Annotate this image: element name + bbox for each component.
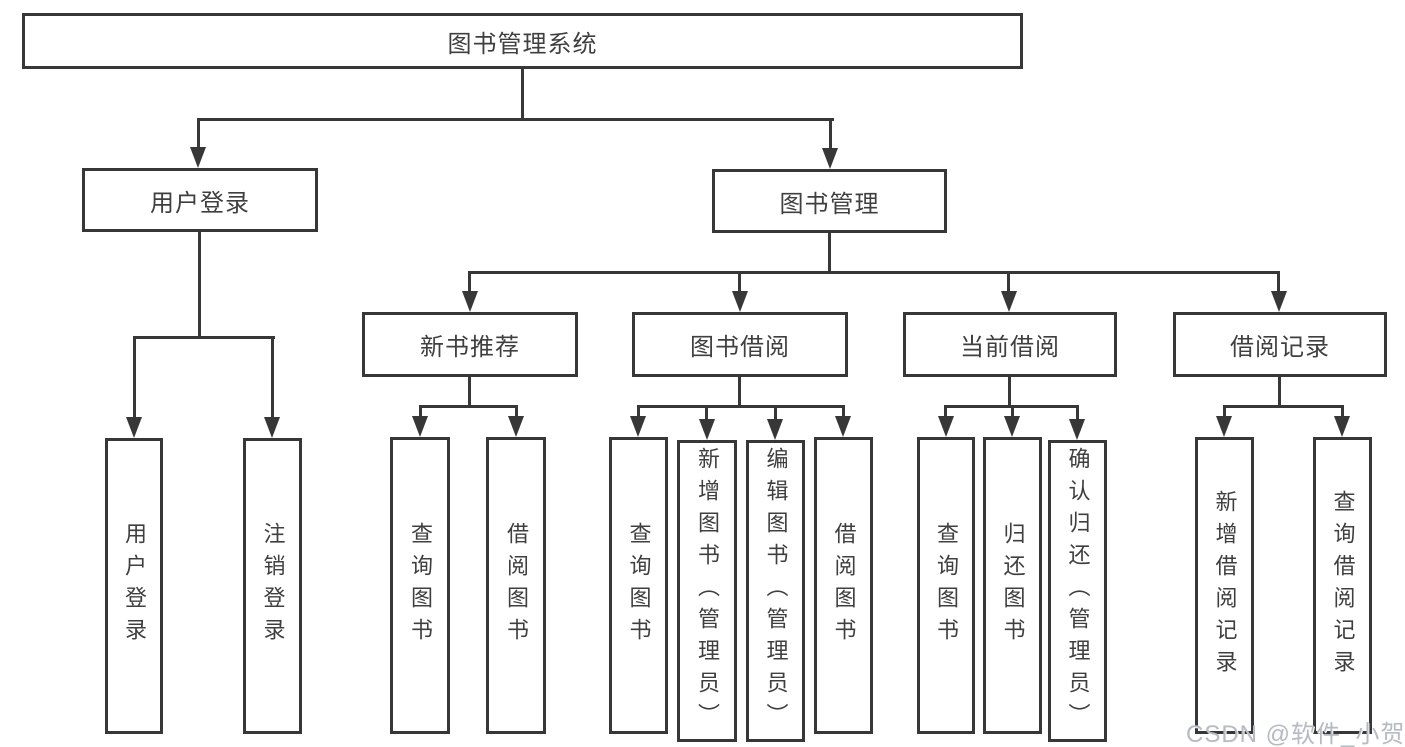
node-borrow-records: 借阅记录 [1173,312,1387,377]
connector-line [738,271,741,294]
connector-line [944,405,947,419]
arrowhead [938,416,954,437]
node-label: 查询借阅记录 [1330,489,1356,682]
node-label: 新增借阅记录 [1212,489,1238,682]
leaf-logout: 注销登录 [243,438,302,734]
leaf-confirm-return-admin: 确认归还（管理员） [1048,440,1107,742]
node-new-book-recommend: 新书推荐 [362,312,578,377]
connector-line [842,405,845,419]
connector-line [197,118,200,150]
node-book-management: 图书管理 [712,169,947,233]
arrowhead [1216,416,1232,437]
node-user-login: 用户登录 [82,168,318,232]
node-book-borrow: 图书借阅 [632,312,848,377]
arrowhead [1271,291,1287,312]
node-label: 查询图书 [408,521,433,650]
connector-line [1008,375,1011,405]
leaf-borrow-books: 借阅图书 [814,437,873,734]
connector-line [198,230,201,336]
arrowhead [412,416,428,437]
connector-line [829,118,832,151]
leaf-query-books-borrow: 查询图书 [609,437,668,734]
node-label: 归还图书 [1000,521,1026,650]
connector-line [1277,271,1280,294]
node-label: 借阅图书 [504,521,529,650]
connector-line [133,336,136,418]
connector-line [419,405,518,408]
connector-line [774,405,777,419]
connector-line [133,336,275,339]
arrowhead [508,416,524,437]
node-label: 当前借阅 [960,334,1060,361]
node-label: 编辑图书（管理员） [763,447,789,735]
arrowhead [126,417,142,438]
arrowhead [190,147,206,168]
leaf-borrow-books-recommend: 借阅图书 [486,437,546,734]
connector-line [521,69,524,118]
csdn-watermark: CSDN @软件_小贺同学 [1186,721,1405,747]
connector-line [1223,405,1226,419]
node-label: 图书管理 [779,190,880,218]
node-label: 借阅图书 [831,521,857,650]
node-label: 用户登录 [122,522,147,650]
node-label: 借阅记录 [1230,334,1330,361]
leaf-query-books-current: 查询图书 [917,437,975,734]
leaf-add-books-admin: 新增图书（管理员） [677,440,737,742]
arrowhead [699,419,715,440]
node-label: 查询图书 [626,521,652,650]
leaf-add-borrow-record: 新增借阅记录 [1195,437,1254,734]
node-label: 确认归还（管理员） [1065,447,1091,735]
connector-line [1223,405,1344,408]
connector-line [1007,271,1010,294]
connector-line [1011,405,1014,419]
node-library-system: 图书管理系统 [22,13,1023,69]
node-label: 新书推荐 [420,334,520,361]
connector-line [468,375,471,405]
arrowhead [462,291,478,312]
connector-line [468,271,471,294]
connector-line [1278,375,1281,405]
leaf-return-books: 归还图书 [983,437,1042,734]
leaf-user-login: 用户登录 [105,438,163,734]
connector-line [515,405,518,419]
arrowhead [822,148,838,169]
arrowhead [1334,416,1350,437]
node-label: 用户登录 [150,189,250,217]
connector-line [637,405,845,408]
node-label: 查询图书 [934,521,959,650]
connector-line [468,271,1280,274]
connector-line [419,405,422,419]
connector-line [738,375,741,405]
node-current-borrow: 当前借阅 [903,312,1117,377]
arrowhead [264,417,280,438]
node-label: 注销登录 [260,522,286,650]
node-label: 图书借阅 [690,334,790,361]
connector-line [1341,405,1344,419]
arrowhead [835,416,851,437]
connector-line [271,336,274,418]
arrowhead [767,419,783,440]
node-label: 新增图书（管理员） [695,447,720,735]
connector-line [828,231,831,271]
node-label: 图书管理系统 [447,30,598,58]
connector-line [705,405,708,419]
leaf-query-borrow-record: 查询借阅记录 [1313,437,1372,734]
connector-line [1076,405,1079,419]
arrowhead [1004,416,1020,437]
connector-line [637,405,640,419]
leaf-edit-books-admin: 编辑图书（管理员） [746,440,805,742]
connector-line [197,118,834,121]
arrowhead [630,416,646,437]
arrowhead [1069,419,1085,440]
arrowhead [732,291,748,312]
leaf-query-books-recommend: 查询图书 [390,437,450,734]
arrowhead [1001,291,1017,312]
